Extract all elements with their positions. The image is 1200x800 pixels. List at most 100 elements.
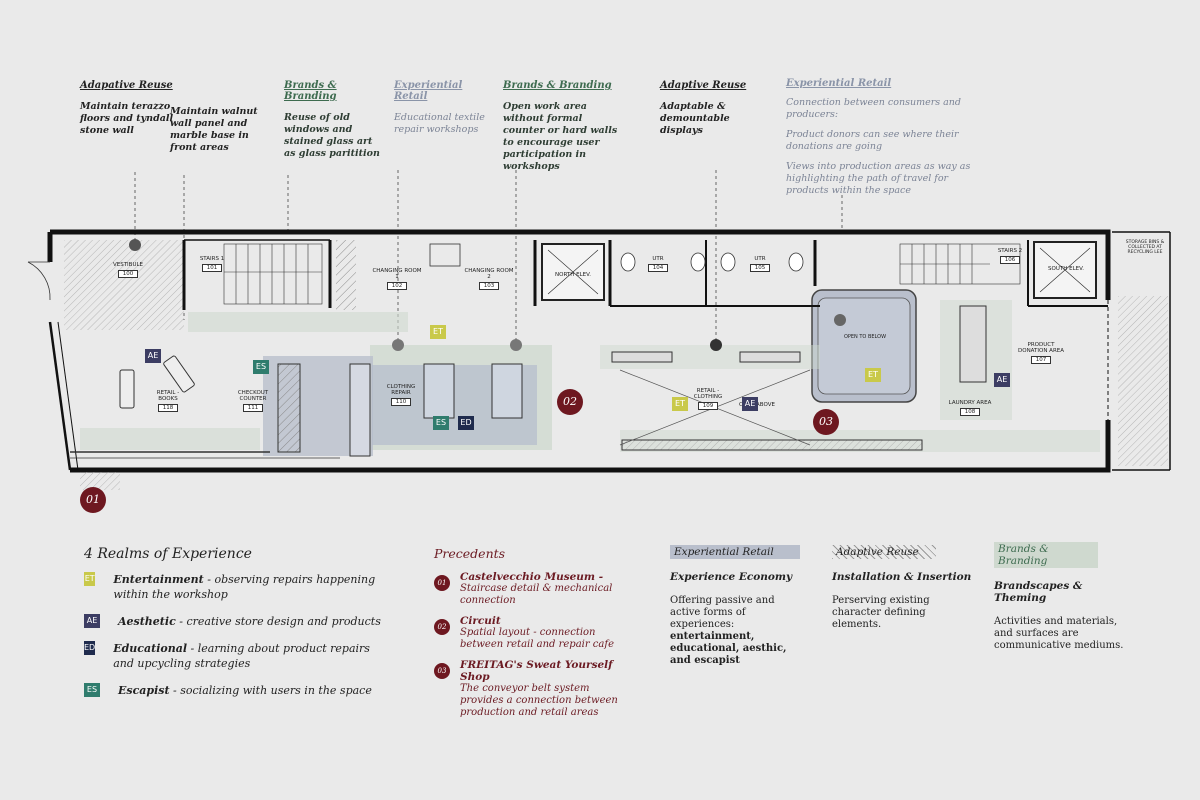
category-subtitle: Brandscapes & Theming xyxy=(994,580,1083,604)
realm-tag-ae: AE xyxy=(84,614,100,628)
stairs-1-drawing xyxy=(223,243,323,305)
room-number: 110 xyxy=(390,398,412,406)
realm-desc: - learning about product repairs and upc… xyxy=(113,642,370,670)
tag-ae: AE xyxy=(742,397,758,411)
room-name: RETAIL - BOOKS xyxy=(156,390,180,402)
note-body: Open work area without formal counter or… xyxy=(503,101,618,172)
precedent-desc: Staircase detail & mechanical connection xyxy=(460,583,613,606)
elevators xyxy=(541,241,1097,301)
precedent-number: 01 xyxy=(434,575,450,591)
realm-item: AE Aesthetic - creative store design and… xyxy=(84,614,384,629)
realm-tag-ed: ED xyxy=(84,641,96,655)
room-south-elev: SOUTH ELEV. xyxy=(1038,266,1094,272)
room-number: 108 xyxy=(959,408,981,416)
category-heading: Experiential Retail xyxy=(670,545,800,559)
note-body: Product donors can see where their donat… xyxy=(786,129,959,152)
note-heading: Adapative Reuse xyxy=(80,80,173,91)
tag-et: ET xyxy=(430,325,446,339)
room-number: 103 xyxy=(478,282,500,290)
furniture xyxy=(119,305,987,457)
note-heading: Brands & Branding xyxy=(284,80,337,102)
room-name: CHANGING ROOM 1 xyxy=(372,268,422,280)
room-north-elev: NORTH ELEV. xyxy=(548,272,598,278)
room-number: 105 xyxy=(749,264,771,272)
precedent-name: Castelvecchio Museum - xyxy=(460,571,604,583)
room-number: 106 xyxy=(999,256,1021,264)
room-name: LAUNDRY AREA xyxy=(948,400,992,406)
realm-name: Educational xyxy=(113,642,188,655)
note-body: Maintain walnut wall panel and marble ba… xyxy=(170,106,258,153)
realm-tag-es: ES xyxy=(84,683,100,697)
note-body: Adaptable & demountable displays xyxy=(660,101,730,136)
room-changing-1: CHANGING ROOM 1 102 xyxy=(372,268,422,290)
precedent-number: 03 xyxy=(434,663,450,679)
exterior-hatch xyxy=(80,472,120,490)
category-heading: Brands & Branding xyxy=(994,542,1098,568)
note-walnut-panel: Maintain walnut wall panel and marble ba… xyxy=(170,106,270,154)
category-body-bold: entertainment, educational, aesthic, and… xyxy=(670,631,787,666)
room-name: CHANGING ROOM 2 xyxy=(464,268,514,280)
strip-2 xyxy=(80,428,260,450)
room-changing-2: CHANGING ROOM 2 103 xyxy=(464,268,514,290)
precedent-desc: Spatial layout - connection between reta… xyxy=(460,627,614,650)
note-body: Views into production areas as way as hi… xyxy=(786,161,971,196)
room-number: 100 xyxy=(117,270,139,278)
room-retail-clothing: RETAIL - CLOTHING 109 xyxy=(686,388,730,410)
precedent-item: 01 Castelvecchio Museum - Staircase deta… xyxy=(434,571,634,607)
note-heading: Experiential Retail xyxy=(394,80,463,102)
room-number: 104 xyxy=(647,264,669,272)
room-laundry: LAUNDRY AREA 108 xyxy=(948,400,992,416)
room-name: UTR xyxy=(754,256,766,262)
category-body: Perserving existing character defining e… xyxy=(832,595,930,630)
category-body: Activities and materials, and surfaces a… xyxy=(994,616,1124,651)
room-name: SOUTH ELEV. xyxy=(1048,266,1084,272)
tag-es: ES xyxy=(253,360,269,374)
category-experiential: Experiential Retail Experience Economy O… xyxy=(670,545,800,667)
note-body: Connection between consumers and produce… xyxy=(786,97,961,120)
tag-es: ES xyxy=(433,416,449,430)
plan-marker-01: 01 xyxy=(80,487,106,513)
tag-ae: AE xyxy=(145,349,161,363)
note-brands-windows: Brands & Branding Reuse of old windows a… xyxy=(284,80,384,160)
room-stairs-2: STAIRS 2 106 xyxy=(990,248,1030,264)
tag-ed: ED xyxy=(458,416,474,430)
room-storage: STORAGE BINS & COLLECTED AT RECYCLING LE… xyxy=(1124,240,1166,255)
precedent-name: FREITAG's Sweat Yourself Shop xyxy=(460,659,613,683)
precedent-item: 03 FREITAG's Sweat Yourself Shop The con… xyxy=(434,659,634,719)
realm-desc: - socializing with users in the space xyxy=(169,684,372,697)
tag-ae: AE xyxy=(994,373,1010,387)
room-name: CLOTHING REPAIR xyxy=(386,384,416,396)
room-utr-104: UTR 104 xyxy=(643,256,673,272)
room-name: RETAIL - CLOTHING xyxy=(693,388,723,400)
room-name: CHECKOUT COUNTER xyxy=(237,390,269,402)
note-experiential-connection: Experiential Retail Connection between c… xyxy=(786,78,976,197)
category-subtitle: Installation & Insertion xyxy=(832,571,972,583)
room-name: STORAGE BINS & COLLECTED AT RECYCLING LE… xyxy=(1125,240,1165,255)
precedent-name: Circuit xyxy=(460,615,501,627)
realm-name: Aesthetic xyxy=(118,615,176,628)
plan-marker-02: 02 xyxy=(557,389,583,415)
room-name: STAIRS 2 xyxy=(997,248,1023,254)
room-name: VESTIBULE xyxy=(112,262,144,268)
note-heading: Brands & Branding xyxy=(503,80,612,91)
room-name: OPEN TO BELOW xyxy=(843,334,887,340)
room-number: 102 xyxy=(386,282,408,290)
strip-1 xyxy=(188,312,408,332)
realm-item: ET Entertainment - observing repairs hap… xyxy=(84,572,384,602)
walls xyxy=(47,229,1171,473)
note-body: Reuse of old windows and stained glass a… xyxy=(284,112,380,159)
category-subtitle: Experience Economy xyxy=(670,571,793,583)
category-brands: Brands & Branding Brandscapes & Theming … xyxy=(994,542,1124,652)
realm-name: Escapist xyxy=(118,684,170,697)
room-number: 107 xyxy=(1030,356,1052,364)
realms-legend: 4 Realms of Experience ET Entertainment … xyxy=(84,546,384,698)
room-stairs-1: STAIRS 1 101 xyxy=(192,256,232,272)
realm-desc: - creative store design and products xyxy=(175,615,381,628)
room-name: STAIRS 1 xyxy=(199,256,225,262)
room-number: 109 xyxy=(697,402,719,410)
note-brands-open-work: Brands & Branding Open work area without… xyxy=(503,80,621,173)
realm-item: ED Educational - learning about product … xyxy=(84,641,384,671)
room-name: NORTH ELEV. xyxy=(555,272,591,278)
precedent-item: 02 Circuit Spatial layout - connection b… xyxy=(434,615,634,651)
